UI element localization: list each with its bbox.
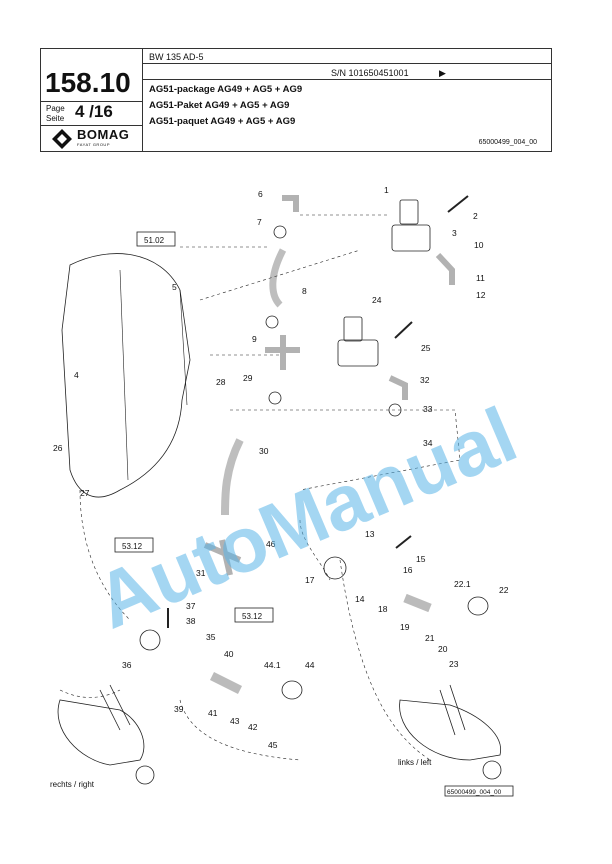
side-left-label: links / left	[398, 758, 432, 767]
part-label: 17	[305, 575, 315, 585]
part-label: 40	[224, 649, 234, 659]
ref-51.02: 51.02	[144, 236, 165, 245]
part-label: 42	[248, 722, 258, 732]
part-label: 27	[80, 488, 90, 498]
side-right-label: rechts / right	[50, 780, 95, 789]
title-block-rule	[41, 125, 142, 126]
title-block-divider	[142, 49, 143, 151]
bomag-logo-icon	[52, 129, 72, 149]
ref-box-51.02	[136, 231, 176, 247]
figure-code: 65000499_004_00	[447, 789, 502, 796]
part-label: 11	[476, 273, 485, 283]
part-label: 28	[216, 377, 226, 387]
part-label: 33	[423, 404, 433, 414]
valve-24	[337, 339, 379, 367]
part-label: 15	[416, 554, 426, 564]
part-label: 34	[423, 438, 433, 448]
title-french: AG51-paquet AG49 + AG5 + AG9	[149, 116, 296, 127]
panel-fold	[119, 269, 129, 481]
part-label: 41	[208, 708, 218, 718]
part-label: 38	[186, 616, 196, 626]
title-block: 158.10 Page Seite 4 /16 BOMAG FAYAT GROU…	[40, 48, 552, 152]
part-label: 21	[425, 633, 435, 643]
part-label: 32	[420, 375, 430, 385]
page-fraction: 4 /16	[75, 102, 113, 121]
document-code: 65000499_004_00	[478, 139, 537, 146]
part-label: 26	[53, 443, 63, 453]
part-label: 44	[305, 660, 315, 670]
title-german: AG51-Paket AG49 + AG5 + AG9	[149, 100, 290, 111]
title-block-rule	[142, 63, 551, 64]
part-labels: 1 2 3 4 5 6 7 8 9 10 11 12 13 14 15 16 1…	[53, 185, 509, 750]
model-name: BW 135 AD-5	[149, 52, 204, 62]
part-label: 2	[473, 211, 478, 221]
part-label: 44.1	[264, 660, 281, 670]
part-label: 46	[266, 539, 276, 549]
part-label: 12	[476, 290, 486, 300]
part-label: 3	[452, 228, 457, 238]
part-label: 29	[243, 373, 253, 383]
page-label-de: Seite	[46, 114, 65, 123]
title-block-rule	[142, 79, 551, 80]
serial-number: S/N 101650451001	[331, 68, 409, 78]
ref-53.12-b: 53.12	[242, 612, 263, 621]
part-label: 37	[186, 601, 196, 611]
page-label-en: Page	[46, 104, 65, 113]
hose-30	[221, 438, 244, 516]
title-english: AG51-package AG49 + AG5 + AG9	[149, 84, 303, 95]
part-label: 45	[268, 740, 278, 750]
part-label: 39	[174, 704, 184, 714]
figure-code-box	[444, 785, 514, 797]
part-label: 20	[438, 644, 448, 654]
page-number: 158.10	[45, 67, 131, 98]
hose-8	[269, 248, 287, 308]
part-label: 36	[122, 660, 132, 670]
part-label: 13	[365, 529, 375, 539]
ref-53.12: 53.12	[122, 542, 143, 551]
part-label: 9	[252, 334, 257, 344]
part-label: 22	[499, 585, 509, 595]
part-label: 14	[355, 594, 365, 604]
part-label: 31	[196, 568, 206, 578]
part-label: 16	[403, 565, 413, 575]
part-label: 24	[372, 295, 382, 305]
valve-1	[391, 224, 431, 252]
part-label: 23	[449, 659, 459, 669]
part-label: 6	[258, 189, 263, 199]
part-label: 4	[74, 370, 79, 380]
part-label: 7	[257, 217, 262, 227]
part-label: 35	[206, 632, 216, 642]
part-label: 18	[378, 604, 388, 614]
part-label: 10	[474, 240, 484, 250]
watermark: AutoManual	[83, 390, 528, 645]
part-label: 8	[302, 286, 307, 296]
title-block-rule	[41, 101, 142, 102]
part-label: 1	[384, 185, 389, 195]
part-label: 43	[230, 716, 240, 726]
ref-box-53.12-b	[234, 607, 274, 623]
part-label: 5	[172, 282, 177, 292]
panel-outline	[61, 253, 191, 498]
part-label: 19	[400, 622, 410, 632]
part-label: 30	[259, 446, 269, 456]
brand-subtitle: FAYAT GROUP	[77, 142, 110, 147]
ref-box-53.12	[114, 537, 154, 553]
panel-edge	[179, 289, 188, 406]
part-label: 25	[421, 343, 431, 353]
brand-name: BOMAG	[77, 127, 130, 142]
arrow-right-icon: ▶	[439, 68, 446, 78]
part-label: 22.1	[454, 579, 471, 589]
